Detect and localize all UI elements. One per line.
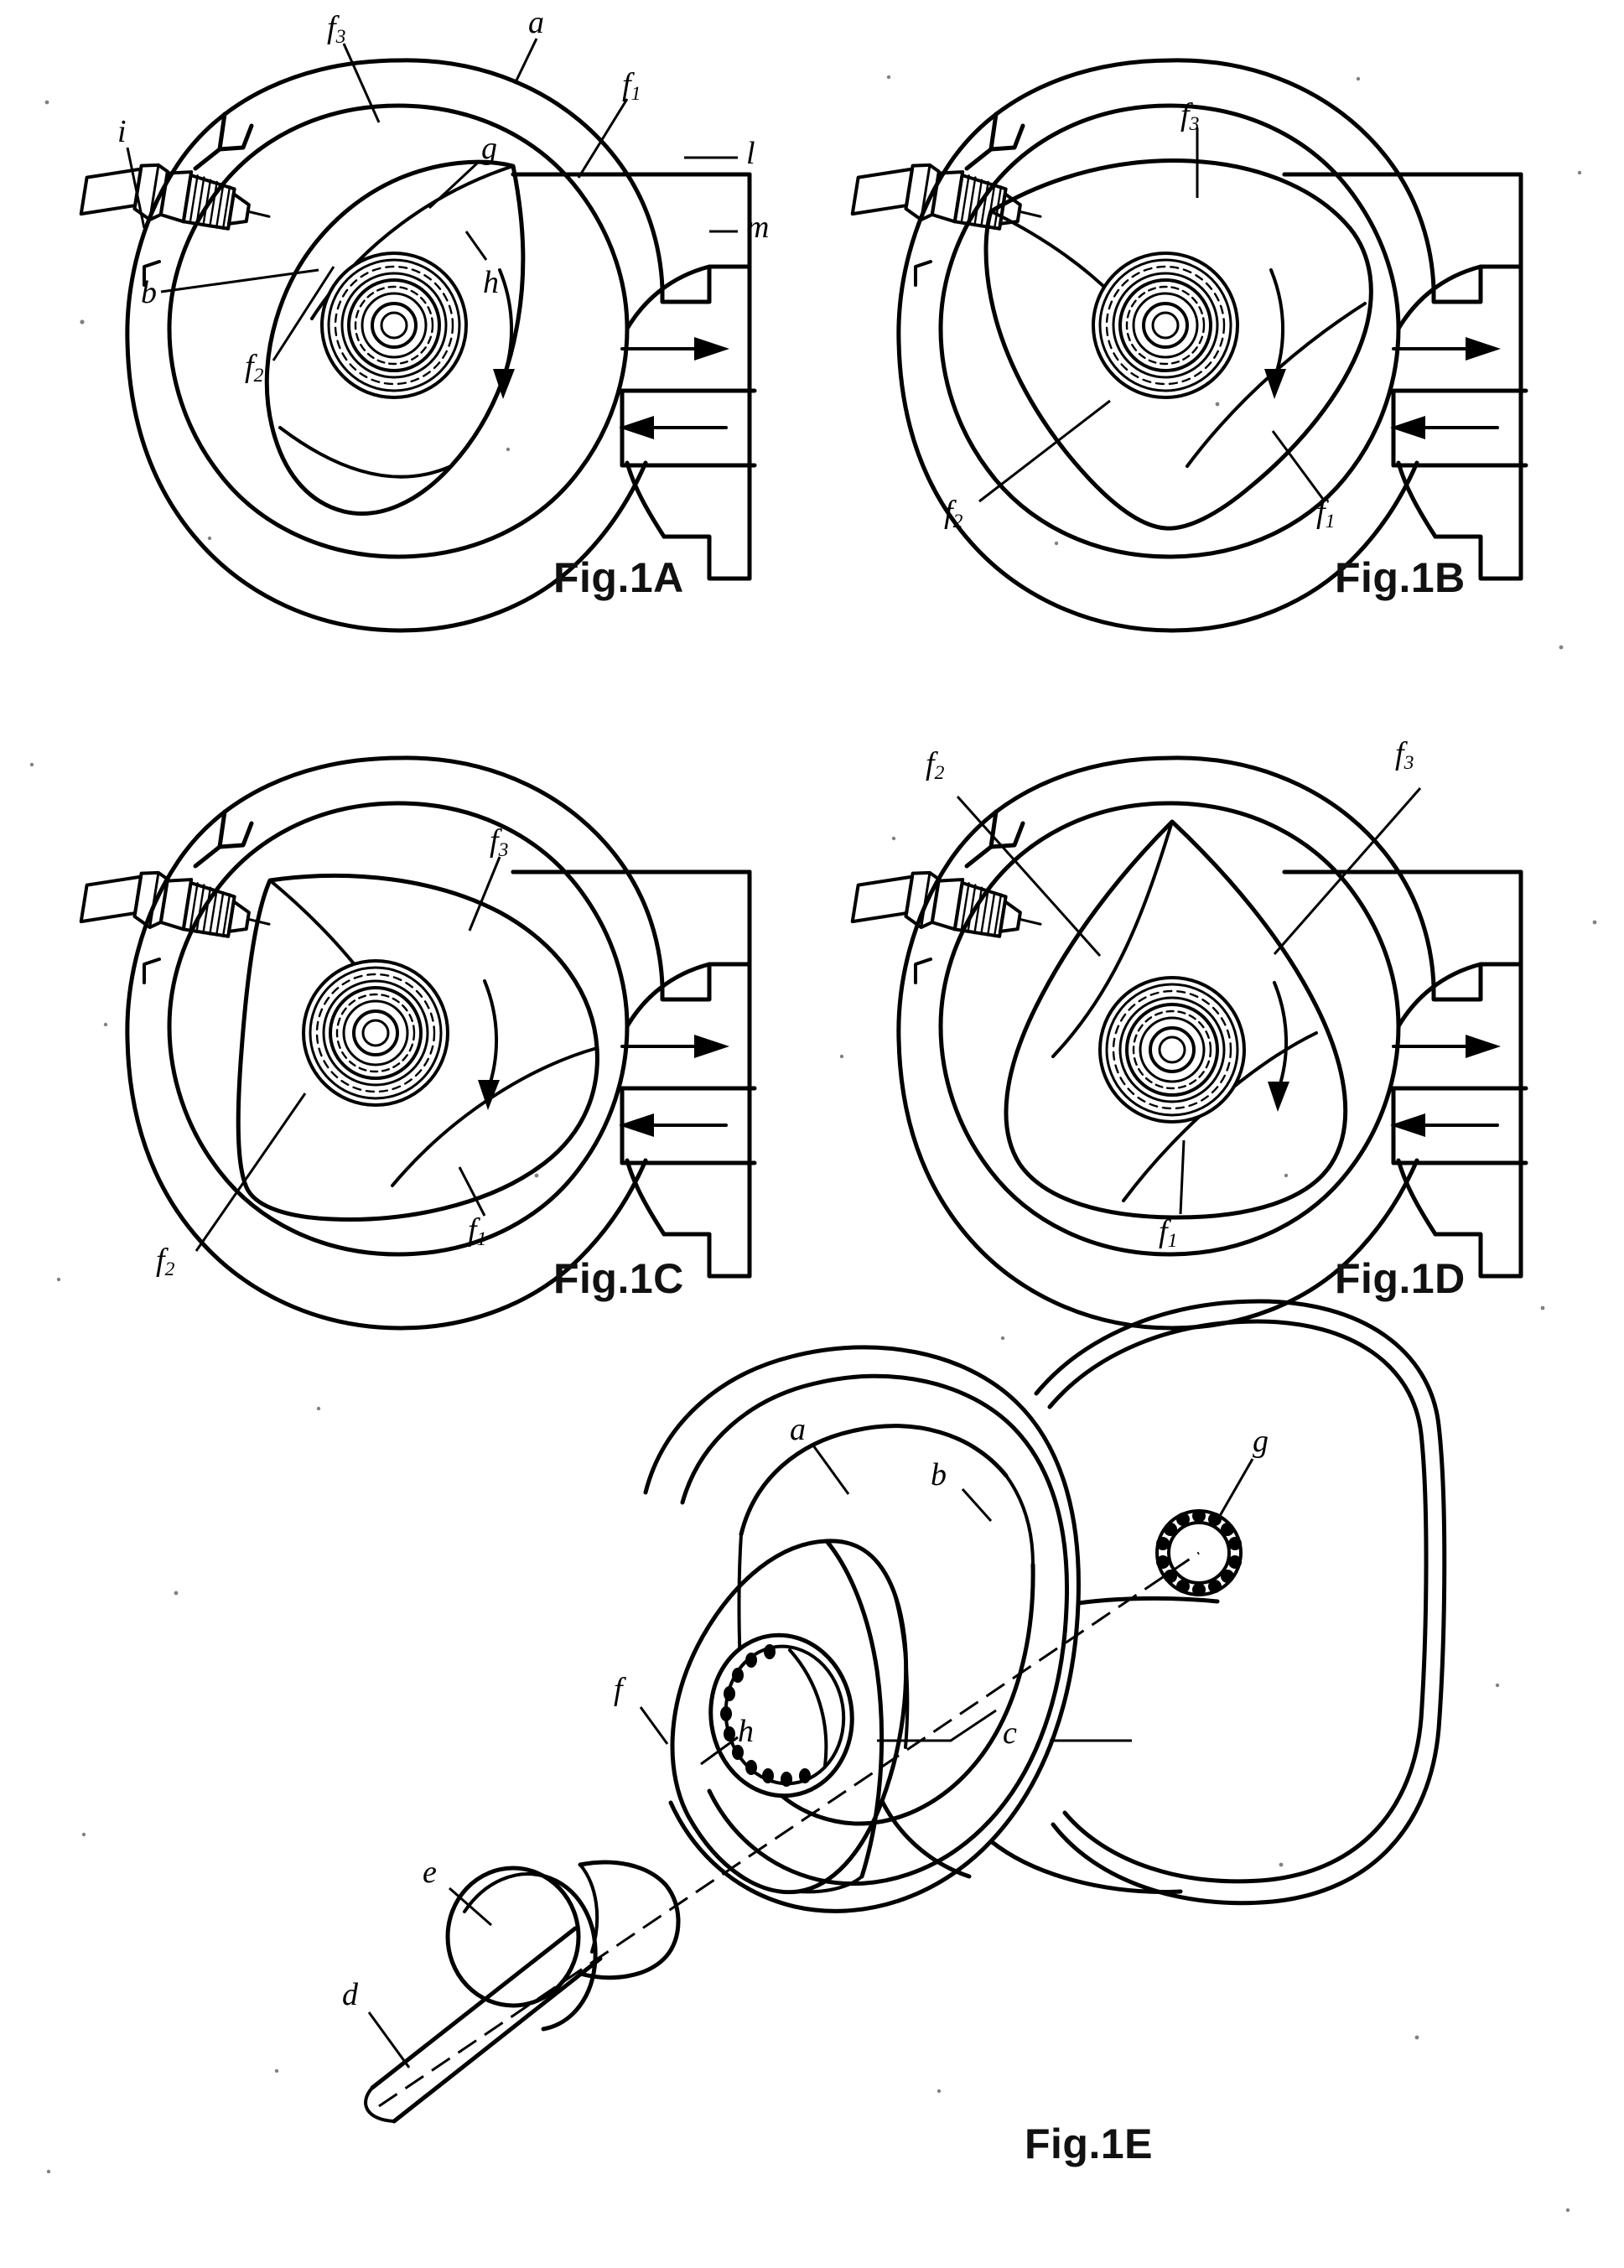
figure-1e-artwork [364,1299,1447,2124]
label-fig1c-f2: f2 [156,1243,175,1280]
figure-1c-artwork [79,755,757,1331]
label-fig1b-f3: f3 [1180,97,1200,135]
label-fig1e-g: g [1253,1424,1269,1459]
caption-fig-1e: Fig.1E [1025,2120,1154,2167]
label-fig1a-f2: f2 [245,349,264,387]
figure-1d-artwork [850,755,1528,1331]
label-fig1a-l: l [746,136,755,171]
label-fig1a-b: b [141,275,157,310]
label-fig1c-f3: f3 [490,823,509,861]
label-fig1e-c: c [1003,1715,1017,1751]
caption-fig-1c: Fig.1C [553,1255,684,1302]
label-fig1d-f3: f3 [1395,736,1414,774]
label-fig1e-b: b [931,1457,947,1492]
label-fig1b-f2: f2 [944,495,963,532]
caption-fig-1d: Fig.1D [1335,1255,1466,1302]
label-fig1a-g: g [481,131,497,166]
label-fig1d-f2: f2 [926,746,945,784]
label-fig1a-h: h [483,265,499,300]
figure-1a-artwork [79,38,757,633]
caption-fig-1a: Fig.1A [553,554,684,601]
figure-1b-artwork [850,58,1528,633]
label-fig1e-f: f [614,1672,623,1707]
label-fig1a-f3: f3 [327,10,346,48]
label-fig1a-a: a [528,5,544,40]
label-fig1b-f1: f1 [1316,495,1336,532]
label-fig1d-f1: f1 [1159,1214,1178,1252]
label-fig1a-f1: f1 [622,67,641,105]
label-fig1e-a: a [790,1412,806,1447]
scan-specks [29,75,1597,2213]
label-fig1e-e: e [423,1855,437,1890]
label-fig1e-h: h [738,1714,754,1749]
label-fig1c-f1: f1 [468,1212,487,1250]
label-fig1a-i: i [117,114,127,149]
label-fig1a-m: m [746,210,770,245]
label-fig1e-d: d [342,1977,358,2012]
caption-fig-1b: Fig.1B [1335,554,1466,601]
